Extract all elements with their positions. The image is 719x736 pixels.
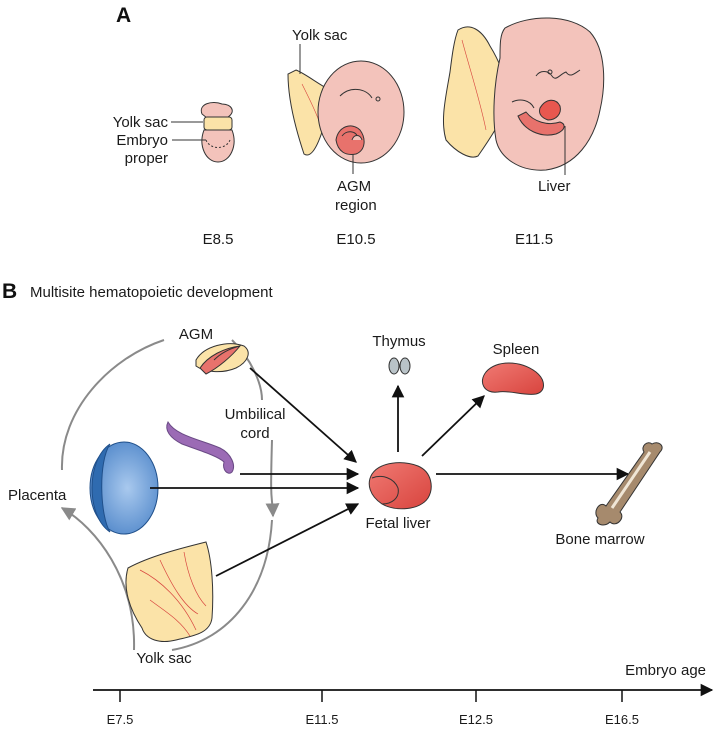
placenta-label: Placenta [8,487,67,504]
fetal-liver-icon [368,462,432,510]
timeline-tick-label-e125: E12.5 [459,712,493,727]
embryo-e105-illustration [287,60,405,164]
timeline-tick-label-e115: E11.5 [305,712,338,727]
loop-placenta-to-yolk-sac-arrow [60,507,136,651]
arrow-fetal-liver-to-spleen [421,395,485,457]
liver-label: Liver [538,178,571,195]
bone-marrow-label: Bone marrow [555,531,644,548]
stage-age-e115: E11.5 [515,231,553,248]
spleen-icon [482,362,544,395]
arrow-yolk-sac-to-fetal-liver [215,503,360,577]
agm-region-label-1: AGM [337,178,371,195]
loop-agm-to-placenta [60,339,165,471]
placenta-icon [89,441,159,535]
thymus-label: Thymus [372,333,425,350]
umbilical-cord-label-2: cord [240,425,269,442]
yolk-sac-e85-label: Yolk sac [113,114,169,131]
spleen-label: Spleen [493,341,540,358]
agm-label: AGM [179,326,213,343]
panel-a-letter: A [116,4,131,27]
yolk-sac-label: Yolk sac [136,650,192,667]
arrow-agm-to-fetal-liver [249,367,357,463]
timeline-tick-label-e165: E16.5 [605,712,639,727]
thymus-icon [388,357,411,375]
umbilical-cord-label-1: Umbilical [225,406,286,423]
stage-age-e105: E10.5 [336,231,375,248]
agm-icon [195,343,249,375]
embryo-e85-illustration [200,101,235,163]
embryo-e115-illustration [442,17,605,171]
stage-age-e85: E8.5 [203,231,234,248]
panel-b-letter: B [2,280,17,303]
embryo-proper-label-1: Embryo [116,132,168,149]
umbilical-cord-icon [166,420,234,474]
bone-marrow-icon [595,442,663,526]
loop-cord-arrow [265,439,280,518]
panel-b-title: Multisite hematopoietic development [30,284,273,301]
embryo-proper-label-2: proper [125,150,168,167]
yolk-sac-e105-label: Yolk sac [292,27,348,44]
yolk-sac-icon [125,541,214,642]
agm-region-label-2: region [335,197,377,214]
timeline-label: Embryo age [625,662,706,679]
timeline-tick-label-e75: E7.5 [107,712,134,727]
loop-yolk-sac-to-cord [171,519,273,651]
fetal-liver-label: Fetal liver [365,515,430,532]
